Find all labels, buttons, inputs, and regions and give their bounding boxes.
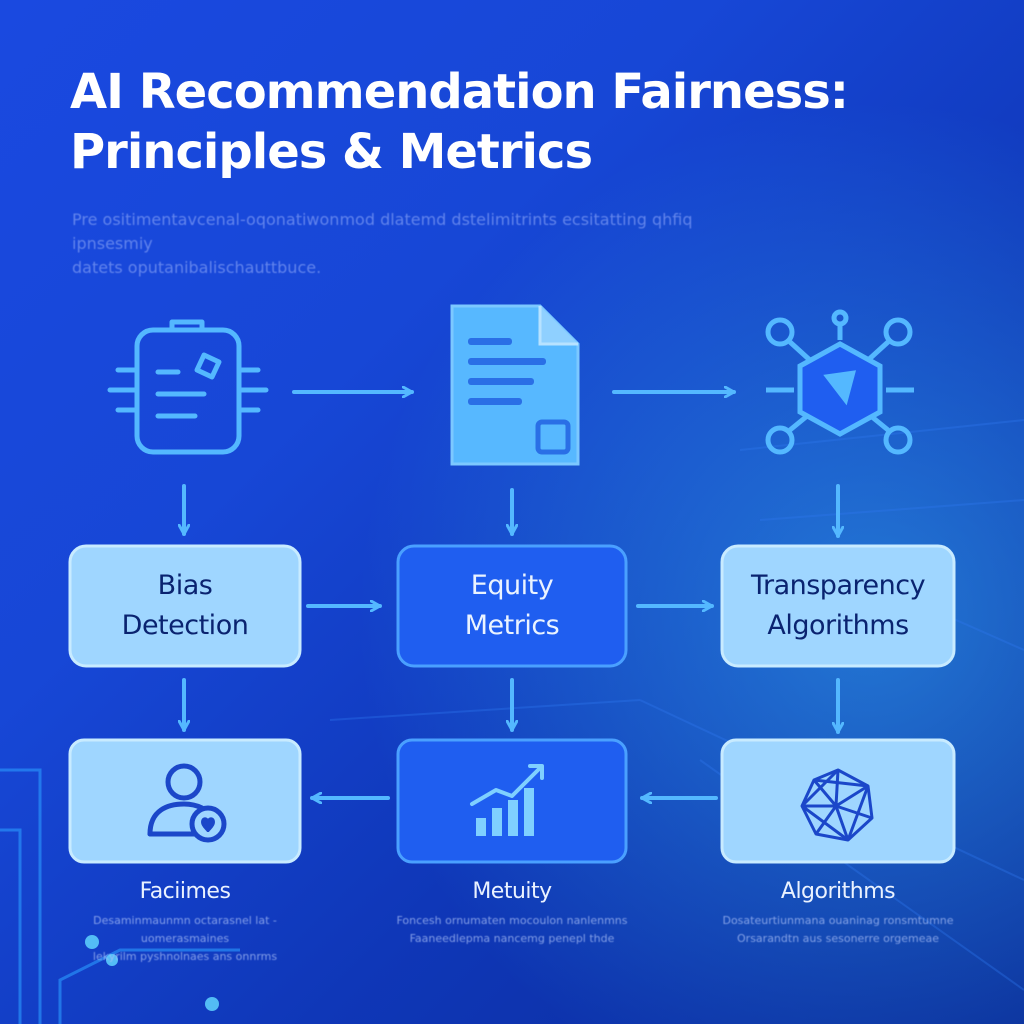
equity-metrics-label: Equity Metrics — [398, 566, 626, 646]
bias-detection-label: Bias Detection — [70, 566, 300, 646]
caption-algorithms-desc: Dosateurtiunmana ouaninag ronsmtumne Ors… — [713, 912, 963, 948]
caption-metuity-desc-1: Foncesh ornumaten mocoulon nanlenmns — [396, 914, 628, 927]
subtitle: Pre ositimentavcenal-oqonatiwonmod dlate… — [72, 208, 772, 280]
transparency-algorithms-line-2: Algorithms — [767, 610, 909, 641]
caption-algorithms-desc-2: Orsarandtn aus sesonerre orgemeae — [737, 932, 939, 945]
transparency-algorithms-label: Transparency Algorithms — [722, 566, 954, 646]
bias-detection-line-2: Detection — [121, 610, 249, 641]
bias-detection-line-1: Bias — [157, 570, 213, 601]
subtitle-line-2: datets oputanibalischauttbuce. — [72, 258, 322, 277]
caption-faciimes-desc-1: Desaminmaunmn octarasnel lat - uomerasma… — [93, 914, 277, 945]
ai-chip-document-icon — [107, 319, 269, 455]
network-hexagon-icon — [765, 309, 914, 455]
transparency-algorithms-box — [720, 544, 956, 668]
caption-faciimes-desc-2: lekyrilm pyshnolnaes ans onnrms — [92, 950, 278, 963]
geodesic-sphere-icon — [800, 768, 874, 842]
bias-detection-box — [68, 544, 302, 668]
subtitle-line-1: Pre ositimentavcenal-oqonatiwonmod dlate… — [72, 210, 693, 253]
equity-metrics-box — [396, 544, 628, 668]
document-icon — [450, 304, 580, 466]
transparency-algorithms-line-1: Transparency — [750, 570, 926, 601]
caption-algorithms-desc-1: Dosateurtiunmana ouaninag ronsmtumne — [722, 914, 954, 927]
caption-algorithms: Algorithms — [780, 879, 896, 904]
caption-metuity-desc: Foncesh ornumaten mocoulon nanlenmns Faa… — [387, 912, 637, 948]
fairness-card — [68, 738, 302, 864]
caption-faciimes: Faciimes — [139, 879, 231, 904]
caption-metuity-desc-2: Faaneedlepma nancemg penepl thde — [409, 932, 615, 945]
title-line-2: Principles & Metrics — [70, 124, 593, 180]
page-title: AI Recommendation Fairness: Principles &… — [70, 62, 970, 182]
equity-metrics-line-2: Metrics — [464, 610, 560, 641]
algorithms-card — [720, 738, 956, 864]
caption-metuity: Metuity — [472, 879, 552, 904]
title-line-1: AI Recommendation Fairness: — [70, 64, 849, 120]
caption-faciimes-desc: Desaminmaunmn octarasnel lat - uomerasma… — [60, 912, 310, 966]
user-heart-icon — [147, 763, 227, 843]
bar-chart-growth-icon — [470, 764, 544, 836]
equity-metrics-line-1: Equity — [470, 570, 554, 601]
